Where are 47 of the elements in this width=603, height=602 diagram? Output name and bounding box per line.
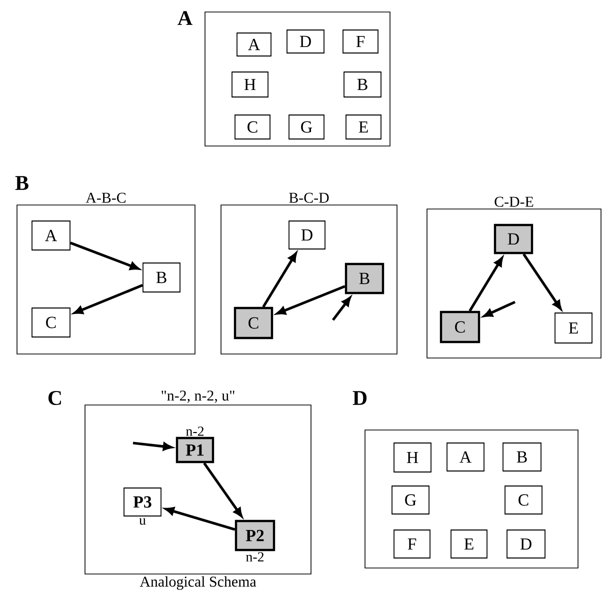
letter-box: G bbox=[288, 114, 324, 140]
letter-box: E bbox=[450, 530, 488, 558]
letter-box: B bbox=[344, 72, 382, 98]
arrow bbox=[74, 284, 144, 314]
letter-box: D bbox=[506, 530, 546, 558]
letter-box: A bbox=[446, 442, 484, 472]
letter-box: B bbox=[502, 442, 542, 472]
node-box: P2 bbox=[234, 520, 276, 552]
letter-box: E bbox=[346, 114, 382, 140]
arrow bbox=[262, 252, 297, 308]
letter-box: B bbox=[344, 262, 384, 294]
letter-box: E bbox=[554, 312, 592, 344]
arrow bbox=[468, 257, 503, 312]
arrow bbox=[522, 253, 562, 310]
panel-letter: A bbox=[178, 11, 192, 25]
letter-box: A bbox=[32, 220, 70, 250]
letter-box: G bbox=[392, 486, 430, 514]
panel-title: A-B-C bbox=[86, 192, 126, 203]
panel-box bbox=[364, 430, 578, 568]
letter-box: C bbox=[440, 310, 480, 344]
node-box: P3 bbox=[124, 488, 162, 516]
panel-box bbox=[204, 12, 390, 146]
letter-box: H bbox=[232, 72, 268, 98]
letter-box: D bbox=[288, 220, 326, 250]
node-box: P1 bbox=[176, 436, 214, 464]
panel-title: "n-2, n-2, u" bbox=[162, 390, 234, 403]
letter-box: B bbox=[142, 262, 180, 292]
beside-label: n-2 bbox=[186, 426, 204, 436]
letter-box: C bbox=[234, 114, 270, 140]
panel-letter: C bbox=[48, 390, 61, 406]
letter-box: F bbox=[342, 30, 378, 54]
letter-box: C bbox=[234, 306, 274, 340]
letter-box: H bbox=[394, 442, 432, 472]
letter-box: D bbox=[286, 30, 324, 54]
panel-title: C-D-E bbox=[494, 196, 534, 207]
letter-box: A bbox=[236, 32, 272, 56]
letter-box: F bbox=[394, 530, 430, 558]
beside-label: n-2 bbox=[246, 552, 264, 562]
arrow bbox=[203, 462, 242, 517]
letter-box: C bbox=[504, 486, 542, 514]
panel-letter: B bbox=[15, 176, 28, 190]
letter-box: C bbox=[32, 308, 70, 338]
beside-label: Analogical Schema bbox=[140, 576, 256, 590]
panel-title: B-C-D bbox=[289, 192, 329, 203]
beside-label: u bbox=[139, 518, 146, 525]
panel-letter: D bbox=[352, 391, 367, 405]
letter-box: D bbox=[494, 224, 534, 254]
